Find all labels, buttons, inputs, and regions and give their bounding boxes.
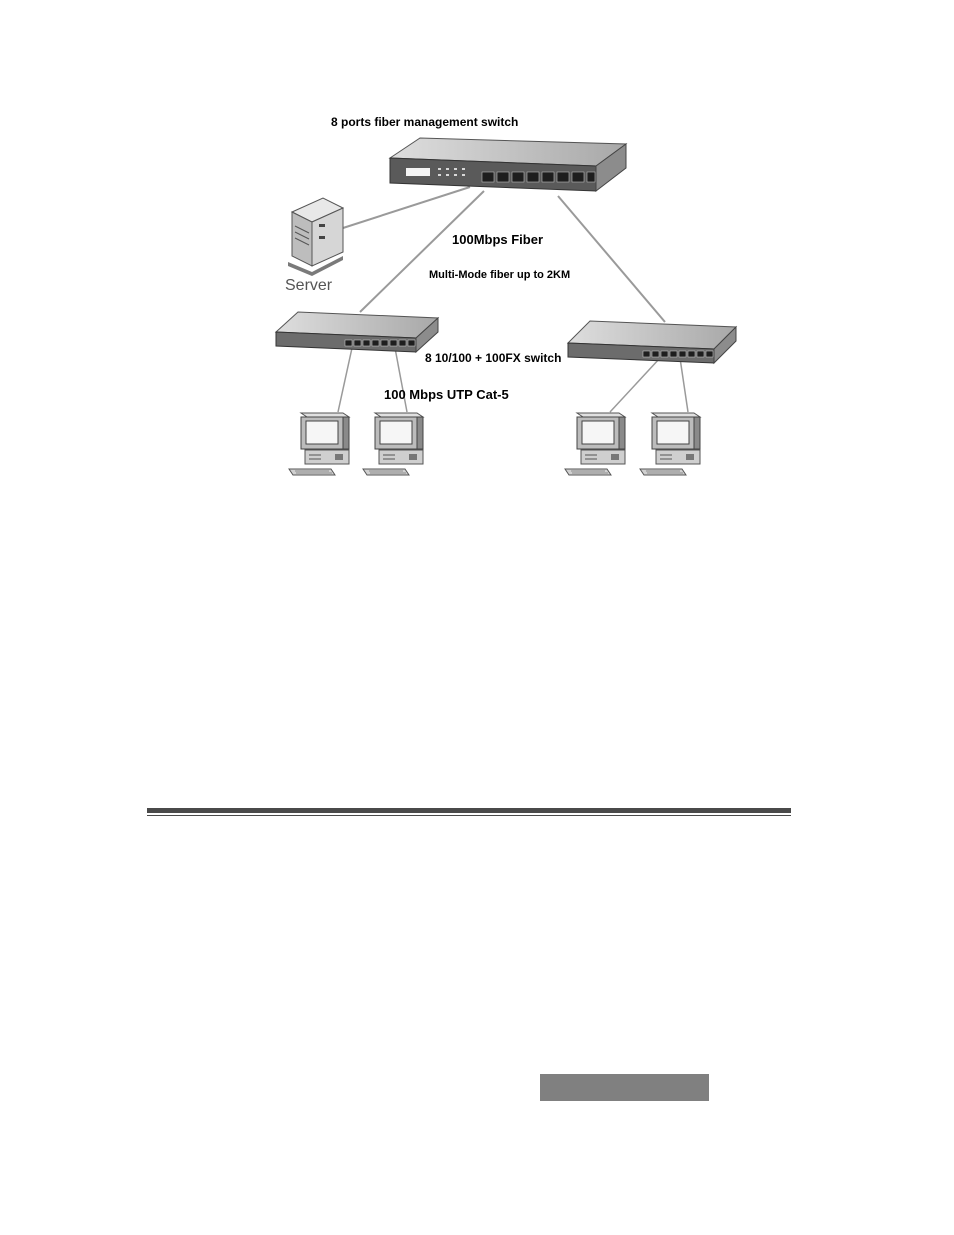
- utp-link-2: [395, 348, 407, 412]
- workstation-icon-1: [289, 413, 349, 475]
- fiber-label: 100Mbps Fiber: [452, 232, 543, 247]
- gray-block: [540, 1074, 709, 1101]
- access-switch-left: [276, 312, 438, 352]
- workstation-icon-4: [640, 413, 700, 475]
- access-switch-right: [568, 321, 736, 363]
- fiber-link-left-switch: [360, 191, 484, 312]
- workstation-icon-2: [363, 413, 423, 475]
- divider-rule-thin: [147, 815, 791, 816]
- fiber-link-server: [343, 187, 470, 228]
- utp-label: 100 Mbps UTP Cat-5: [384, 387, 509, 402]
- utp-link-4: [680, 358, 688, 412]
- divider-rule: [147, 808, 791, 813]
- server-icon: [288, 198, 343, 276]
- workstation-icon-3: [565, 413, 625, 475]
- diagram-title: 8 ports fiber management switch: [331, 115, 518, 129]
- fiber-links: [343, 187, 665, 322]
- fiber-note: Multi-Mode fiber up to 2KM: [429, 269, 570, 281]
- management-switch: [390, 138, 626, 191]
- fiber-link-right-switch: [558, 196, 665, 322]
- switch-label: 8 10/100 + 100FX switch: [425, 351, 561, 365]
- server-label: Server: [285, 277, 332, 295]
- utp-link-1: [338, 348, 352, 412]
- utp-link-3: [610, 358, 660, 412]
